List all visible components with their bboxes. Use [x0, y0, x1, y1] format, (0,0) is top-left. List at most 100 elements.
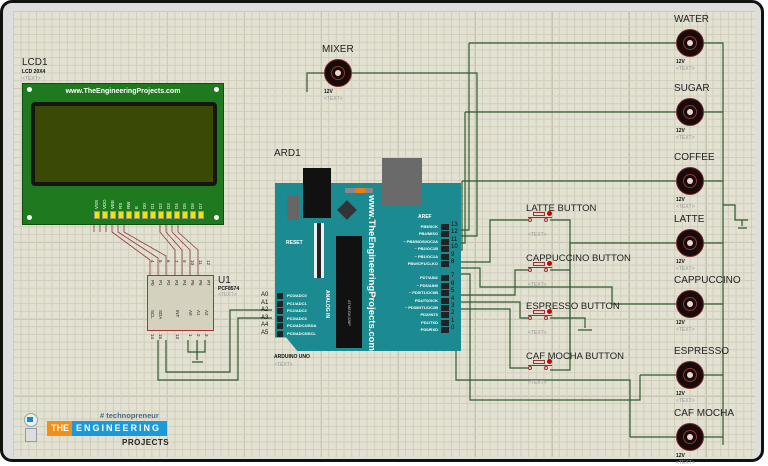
latte-button[interactable]: [528, 211, 554, 224]
digital-pin-label: ~ PD6/AIN0: [416, 282, 438, 288]
u1-pin-label: P7: [206, 280, 211, 286]
caf-mocha-text: <TEXT>: [676, 460, 695, 466]
lcd-pin-label: D6: [190, 203, 195, 209]
u1-pin-number: 2: [196, 334, 201, 337]
water-voltage: 12V: [676, 59, 685, 65]
lcd-ref: LCD1: [22, 57, 48, 68]
arduino-ref: ARD1: [274, 148, 301, 159]
cappuccino-label: CAPPUCCINO: [674, 275, 741, 286]
analog-pin-header: [277, 293, 283, 299]
diode: [314, 223, 324, 278]
cappuccino-motor-icon[interactable]: [676, 290, 704, 318]
digital-pin-header: [441, 282, 449, 289]
lcd-pin[interactable]: [134, 211, 140, 219]
digital-pin-header: [441, 305, 449, 311]
lcd-pin-label: VEE: [110, 199, 115, 209]
caf-mocha-label: CAF MOCHA: [674, 408, 734, 419]
lcd-pin[interactable]: [150, 211, 156, 219]
analog-pin-header: [277, 330, 283, 337]
digital-pin-label: PD0/RXD: [420, 327, 438, 333]
robot-logo-icon: [20, 413, 42, 448]
analog-pin-header: [277, 315, 283, 322]
u1-pin-number: 14: [150, 334, 155, 340]
lcd-pin[interactable]: [102, 211, 108, 219]
u1-pin-number: 9: [182, 260, 187, 263]
lcd-pin[interactable]: [158, 211, 164, 219]
lcd-pin[interactable]: [198, 211, 204, 219]
lcd-pin-label: VSS: [94, 199, 99, 209]
wire-espresso: [450, 273, 676, 401]
lcd-pin-label: D3: [166, 203, 171, 209]
sugar-text: <TEXT>: [676, 135, 695, 141]
digital-pin-number: 11: [451, 236, 458, 243]
digital-pin-label: PB0/ICP1/CLKO: [407, 261, 438, 266]
digital-pin-label: ~ PB2/OC1B: [414, 246, 438, 252]
digital-pin-header: [441, 253, 449, 260]
u1-ref: U1: [218, 275, 231, 286]
lcd-pin[interactable]: [118, 211, 124, 219]
digital-pin-number: 3: [451, 303, 455, 309]
coffee-text: <TEXT>: [676, 204, 695, 210]
reset-button[interactable]: [287, 196, 299, 220]
lcd-pin-label: RS: [118, 202, 123, 209]
sugar-motor-icon[interactable]: [676, 98, 704, 126]
espresso-button[interactable]: [528, 309, 554, 322]
cappuccino-button-text: <TEXT>: [528, 282, 547, 288]
caf-mocha-button[interactable]: [528, 359, 554, 372]
lcd-url: www.TheEngineeringProjects.com: [65, 88, 181, 95]
u1-pin-number: 1: [188, 334, 193, 337]
digital-pin-label: PD4/T0/XCK: [414, 297, 438, 303]
lcd-pin-label: RW: [126, 201, 131, 209]
arduino-url: www.TheEngineeringProjects.com: [366, 195, 377, 351]
latte-motor-icon[interactable]: [676, 229, 704, 257]
digital-pin-number: 12: [451, 229, 458, 236]
water-motor-icon[interactable]: [676, 29, 704, 57]
lcd-pin[interactable]: [142, 211, 148, 219]
lcd-pin[interactable]: [110, 211, 116, 219]
lcd-text: <TEXT>: [22, 76, 41, 82]
digital-pin-header: [441, 290, 449, 297]
u1-pin-label: P5: [190, 280, 195, 286]
logo-engineering: ENGINEERING: [72, 421, 167, 436]
logo-tagline: # technopreneur: [100, 411, 159, 420]
digital-pin-number: 5: [451, 288, 455, 295]
wire-btn-moc: [450, 308, 530, 369]
lcd-pin-label: D0: [142, 203, 147, 209]
mixer-motor-icon[interactable]: [324, 59, 352, 87]
digital-pin-header: [441, 261, 449, 267]
digital-pin-label: PB5/SCK: [420, 224, 438, 229]
analog-pin-label: PC0/ADC0: [287, 293, 307, 298]
pcf8574-chip[interactable]: [147, 275, 214, 331]
analog-pin-label: PC5/ADC5/SCL: [287, 330, 316, 336]
lcd-pin[interactable]: [126, 211, 132, 219]
digital-pin-header: [441, 246, 449, 253]
sugar-voltage: 12V: [676, 128, 685, 134]
wire-coffee: [450, 180, 676, 251]
lcd-pin[interactable]: [190, 211, 196, 219]
sugar-label: SUGAR: [674, 83, 710, 94]
cappuccino-button[interactable]: [528, 261, 554, 274]
coffee-motor-icon[interactable]: [676, 167, 704, 195]
u1-pin-label: A2: [204, 310, 209, 316]
u1-pin-number: 11: [198, 260, 203, 265]
lcd-pin[interactable]: [182, 211, 188, 219]
u1-pin-number: 4: [150, 260, 155, 263]
lcd-pin[interactable]: [94, 211, 100, 219]
u1-pin-number: 15: [158, 334, 163, 340]
u1-pin-number: 12: [206, 260, 211, 266]
digital-pin-number: 1: [451, 317, 455, 324]
lcd-pin[interactable]: [174, 211, 180, 219]
logo-the: THE: [47, 421, 73, 436]
arduino-model: ARDUINO UNO: [274, 354, 310, 360]
espresso-motor-icon[interactable]: [676, 361, 704, 389]
mixer-label: MIXER: [322, 44, 354, 55]
caf-mocha-motor-icon[interactable]: [676, 423, 704, 451]
u1-pin-label: SDA: [158, 310, 163, 320]
lcd-pin[interactable]: [166, 211, 172, 219]
latte-text: <TEXT>: [676, 266, 695, 272]
digital-pin-label: ~ PB1/OC1A: [414, 253, 438, 259]
mount-hole: [27, 215, 32, 220]
digital-pin-number: 6: [451, 280, 455, 287]
